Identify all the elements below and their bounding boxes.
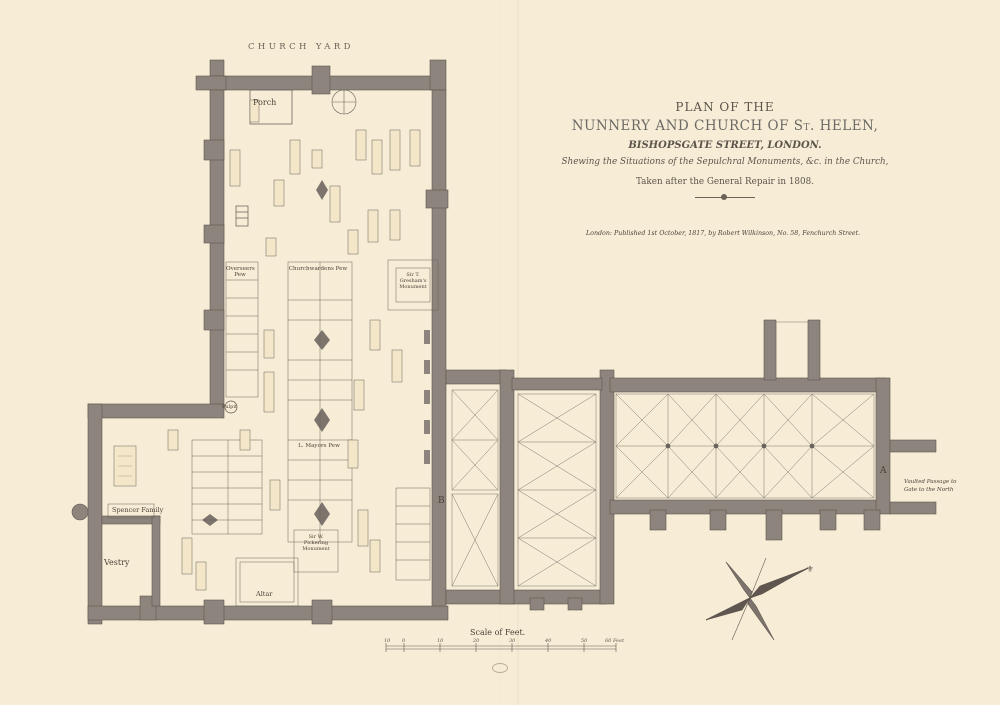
- publication-line: London: Published 1st October, 1817, by …: [586, 230, 861, 237]
- scale-tick: 60 Feet: [605, 638, 625, 644]
- pulpit-label: Pulpit: [222, 404, 237, 410]
- scale-tick: 10: [384, 638, 391, 644]
- churchwardens-pew-label: Churchwardens Pew: [288, 266, 348, 272]
- spencer-family-label: Spencer Family: [112, 506, 164, 514]
- scale-tick: 40: [544, 638, 552, 644]
- pickering-monument-label: Sir W. Pickering Monument: [302, 534, 330, 552]
- nunnery-vaults: [451, 389, 875, 587]
- title-block: PLAN OF THE NUNNERY AND CHURCH OF St. HE…: [560, 100, 890, 201]
- compass-lily-icon: ⚜: [806, 565, 814, 575]
- east-wall-windows: [424, 330, 430, 464]
- north-stair: [331, 89, 357, 115]
- scale-tick: 30: [509, 638, 516, 644]
- marker-b: B: [438, 496, 445, 506]
- gresham-monument-label: Sir T. Gresham's Monument: [399, 272, 427, 290]
- nave-piers: [202, 180, 330, 526]
- lord-mayors-pew-label: L. Mayors Pew: [298, 443, 340, 449]
- title-line-3: BISHOPSGATE STREET, LONDON.: [628, 140, 822, 151]
- monument-tablets: [113, 99, 421, 591]
- pulpit: [224, 205, 249, 414]
- marker-a: A: [880, 466, 887, 476]
- title-rule: [695, 193, 755, 201]
- pews: [107, 259, 439, 607]
- vaulted-passage-label: Vaulted Passage to Gate to the North: [904, 479, 957, 493]
- altar-label: Altar: [256, 590, 273, 598]
- nunnery-walls: [445, 319, 937, 611]
- church-yard-label: CHURCH YARD: [248, 42, 354, 52]
- scale-title: Scale of Feet.: [470, 628, 526, 637]
- scale-tick: 20: [472, 638, 480, 644]
- title-line-5: Taken after the General Repair in 1808.: [635, 177, 815, 187]
- scale-tick: 50: [581, 638, 588, 644]
- vestry-label: Vestry: [104, 558, 130, 567]
- title-line-4: Shewing the Situations of the Sepulchral…: [561, 157, 889, 167]
- church-walls: [71, 59, 449, 625]
- scale-tick: 0: [402, 638, 406, 644]
- vaulted-passage: [775, 321, 809, 379]
- vault-bosses: [665, 443, 815, 449]
- tablet-hatching: [118, 455, 132, 477]
- scale-tick: 10: [437, 638, 444, 644]
- overseers-pew-label: Overseers Pew: [226, 266, 255, 278]
- scale-bar: [385, 643, 617, 652]
- title-line-2: NUNNERY AND CHURCH OF St. HELEN,: [571, 118, 879, 134]
- porch-label: Porch: [253, 98, 277, 107]
- scale-ticks: 10 0 10 20 30 40 50 60 Feet: [384, 638, 625, 644]
- sheet-stamp: [492, 663, 508, 673]
- compass-rose: [705, 557, 809, 641]
- title-line-1: PLAN OF THE: [675, 100, 775, 114]
